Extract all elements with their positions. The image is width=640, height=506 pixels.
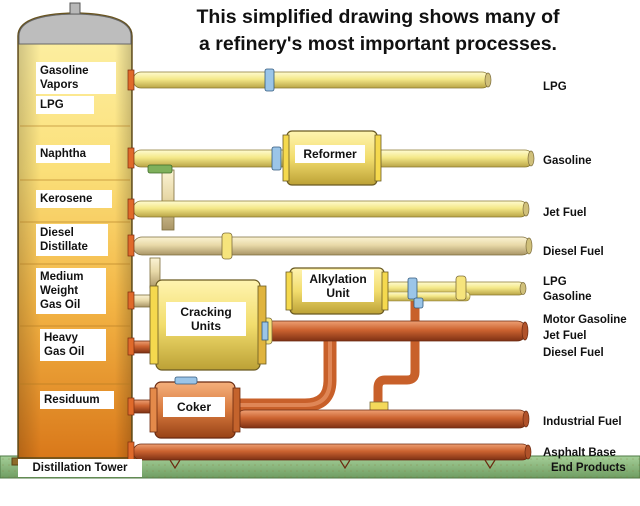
product-label-lpg: LPG <box>543 81 567 93</box>
reformer-label: Reformer <box>295 145 365 163</box>
fraction-label-heavy-gas-oil: Heavy Gas Oil <box>40 329 106 361</box>
fraction-label-gasoline-vapors: Gasoline Vapors <box>36 62 116 94</box>
fraction-label-diesel-distillate: Diesel Distillate <box>36 224 108 256</box>
pipe-lpg <box>132 71 491 89</box>
pipe-supports <box>169 459 496 470</box>
fraction-label-medium-weight-gas-oil: Medium Weight Gas Oil <box>36 268 106 314</box>
diagram-title-line-1: This simplified drawing shows many of <box>196 6 560 28</box>
product-label-motor-gasoline: Motor Gasoline <box>543 314 627 326</box>
diagram-title-line-2: a refinery's most important processes. <box>199 33 557 55</box>
product-label-gasoline: Gasoline <box>543 155 592 167</box>
product-label-industrial-fuel: Industrial Fuel <box>543 416 622 428</box>
tower-nozzles <box>127 69 135 461</box>
product-label-asphalt-base: Asphalt Base <box>543 447 616 459</box>
end-products-label: End Products <box>551 462 626 474</box>
product-label-diesel-fuel: Diesel Fuel <box>543 246 604 258</box>
fraction-label-naphtha: Naphtha <box>36 145 110 163</box>
fraction-label-lpg: LPG <box>36 96 94 114</box>
product-label-cracked-jet-fuel: Jet Fuel <box>543 330 587 342</box>
pipe-gas-oil-feed <box>132 294 152 308</box>
cracking-units-label: Cracking Units <box>166 302 246 336</box>
product-label-alkylation-gasoline: Gasoline <box>543 291 592 303</box>
fraction-label-kerosene: Kerosene <box>36 190 112 208</box>
fraction-label-residuum: Residuum <box>40 391 114 409</box>
pipe-couplings <box>264 68 424 309</box>
pipe-heavy-gas-oil-feed <box>132 340 152 354</box>
pipe-cracked-products <box>254 320 528 342</box>
product-label-cracked-diesel-fuel: Diesel Fuel <box>543 347 604 359</box>
product-label-alkylation-lpg: LPG <box>543 276 567 288</box>
alky-drop-pipe <box>373 300 420 408</box>
alkylation-unit-label: Alkylation Unit <box>302 270 374 302</box>
pipe-industrial-fuel <box>235 409 529 429</box>
product-label-jet-fuel: Jet Fuel <box>543 207 587 219</box>
distillation-tower-label: Distillation Tower <box>18 459 142 477</box>
green-valve <box>147 164 173 174</box>
feed-pipe-naphtha-drop <box>161 169 175 231</box>
pipe-asphalt-base <box>132 443 531 461</box>
pipe-diesel-fuel <box>132 236 532 256</box>
pipe-jet-fuel <box>132 200 529 218</box>
coker-label: Coker <box>163 397 225 417</box>
